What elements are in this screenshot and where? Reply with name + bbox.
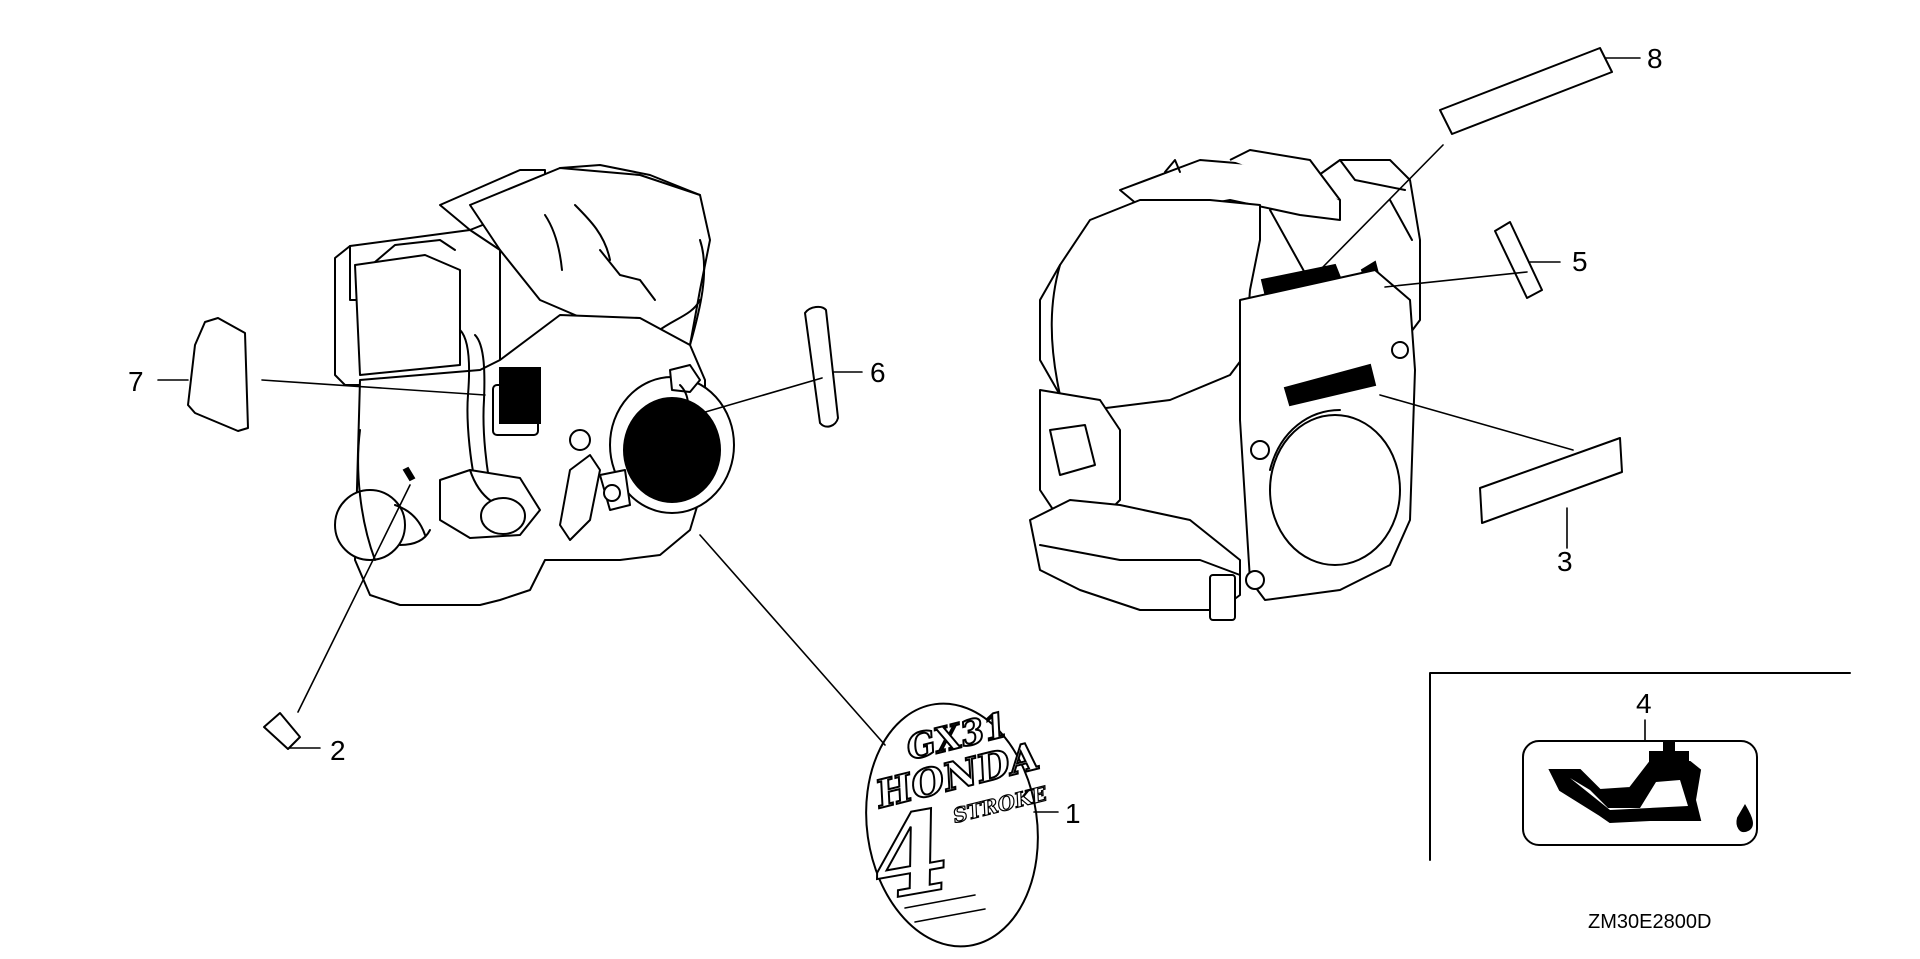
callout-3: 3 bbox=[1557, 546, 1573, 577]
decal-8 bbox=[1439, 47, 1613, 135]
engine-front-view bbox=[334, 164, 735, 606]
decal-5 bbox=[1494, 221, 1543, 299]
callout-7: 7 bbox=[128, 366, 144, 397]
leader-lines bbox=[157, 57, 1646, 813]
decal-3 bbox=[1479, 437, 1623, 524]
callout-1: 1 bbox=[1065, 798, 1081, 829]
oil-can-icon bbox=[1548, 741, 1753, 832]
emblem-decal: GX31 HONDA 4 STROKE bbox=[861, 702, 1051, 948]
engine-rear-view bbox=[1029, 149, 1421, 621]
callout-8: 8 bbox=[1647, 43, 1663, 74]
primer-bulb bbox=[334, 489, 431, 561]
recoil-starter bbox=[609, 376, 735, 514]
drawing-code: ZM30E2800D bbox=[1588, 911, 1711, 933]
callout-6: 6 bbox=[870, 357, 886, 388]
decal-2 bbox=[263, 712, 301, 750]
callout-4: 4 bbox=[1636, 688, 1652, 719]
callout-5: 5 bbox=[1572, 246, 1588, 277]
callout-numbers: 1 2 3 4 5 6 7 8 bbox=[128, 43, 1663, 829]
decal-6 bbox=[804, 305, 839, 428]
oil-symbol-panel bbox=[1429, 672, 1851, 861]
callout-2: 2 bbox=[330, 735, 346, 766]
decal-7 bbox=[187, 317, 249, 432]
